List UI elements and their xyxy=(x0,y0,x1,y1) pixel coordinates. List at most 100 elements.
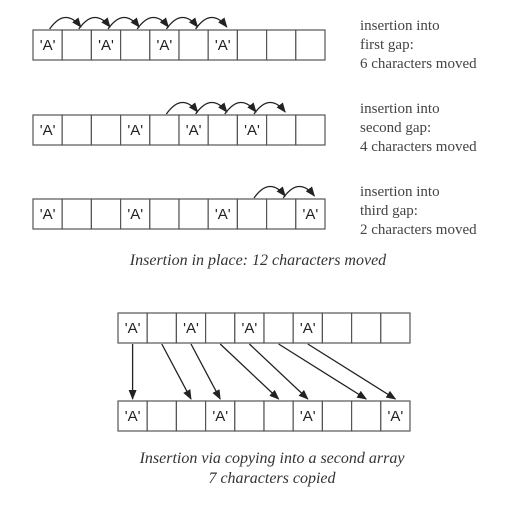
copy-source-cell xyxy=(351,312,382,344)
in-place-row-2-cell-value: 'A' xyxy=(186,122,202,139)
in-place-row-2-cell xyxy=(149,114,180,146)
caption-copy-line-2: 7 characters copied xyxy=(208,470,336,487)
in-place-row-2-cell xyxy=(236,114,268,146)
in-place-row-1-cell xyxy=(61,29,93,61)
in-place-row-2-cell xyxy=(266,114,297,146)
copy-target-cell xyxy=(234,400,265,432)
in-place-row-2-cell xyxy=(119,114,151,146)
note-first-gap-line-2: first gap: xyxy=(360,37,414,53)
copy-target-cell xyxy=(321,400,353,432)
move-arrow xyxy=(107,16,140,30)
note-first-gap-line-1: insertion into xyxy=(360,18,440,34)
copy-source-cell-value: 'A' xyxy=(300,320,316,337)
move-arrow xyxy=(49,16,82,30)
move-arrow xyxy=(78,16,111,30)
in-place-row-3-cell xyxy=(266,198,297,230)
copy-target-cell-value: 'A' xyxy=(300,408,316,425)
copy-arrow xyxy=(307,343,397,400)
copy-target-cell xyxy=(263,400,294,432)
copy-arrow xyxy=(161,343,192,400)
in-place-row-3-cell-value: 'A' xyxy=(127,206,143,223)
move-arrow xyxy=(253,101,286,115)
copy-target-cell xyxy=(146,400,177,432)
note-first-gap-line-3: 6 characters moved xyxy=(360,56,477,72)
in-place-row-1-cell xyxy=(32,29,63,61)
note-second-gap-line-3: 4 characters moved xyxy=(360,139,477,155)
array-copy-source: 'A' 'A' 'A' 'A' xyxy=(117,312,411,344)
copy-target-cell xyxy=(117,400,148,432)
note-third-gap-line-3: 2 characters moved xyxy=(360,222,477,238)
in-place-row-2-cell xyxy=(295,114,326,146)
in-place-row-3-cell xyxy=(32,198,63,230)
in-place-row-3-cell-value: 'A' xyxy=(303,206,319,223)
move-arrow xyxy=(224,101,257,115)
in-place-row-3-cell xyxy=(119,198,151,230)
in-place-row-2-cell xyxy=(61,114,93,146)
copy-arrow xyxy=(219,343,280,400)
note-second-gap-line-2: second gap: xyxy=(360,120,431,136)
copy-source-cell-value: 'A' xyxy=(183,320,199,337)
caption-copy-line-1: Insertion via copying into a second arra… xyxy=(139,450,406,467)
in-place-row-2-cell xyxy=(32,114,63,146)
in-place-row-1-cell-value: 'A' xyxy=(40,37,56,54)
copy-arrow xyxy=(248,343,309,400)
copy-target-cell-value: 'A' xyxy=(212,408,228,425)
in-place-row-3-cell xyxy=(178,198,209,230)
copy-target-cell xyxy=(351,400,382,432)
copy-source-cell xyxy=(234,312,265,344)
copy-source-cell xyxy=(292,312,324,344)
copy-arrow xyxy=(278,343,368,400)
in-place-row-3-cell xyxy=(236,198,268,230)
in-place-row-1-cell xyxy=(266,29,297,61)
in-place-row-1-cell xyxy=(236,29,268,61)
move-arrow xyxy=(253,185,286,199)
copy-source-cell xyxy=(263,312,294,344)
copy-source-cell xyxy=(321,312,353,344)
in-place-row-2-cell-value: 'A' xyxy=(244,122,260,139)
array-row-second-gap: 'A' 'A' 'A' 'A' xyxy=(32,101,326,146)
in-place-row-3-cell xyxy=(90,198,122,230)
copy-source-cell-value: 'A' xyxy=(125,320,141,337)
move-arrow xyxy=(282,185,316,199)
move-arrow xyxy=(195,101,228,115)
in-place-row-1-cell-value: 'A' xyxy=(215,37,231,54)
in-place-row-1-cell xyxy=(295,29,326,61)
copy-target-cell-value: 'A' xyxy=(388,408,404,425)
copy-target-cell xyxy=(175,400,207,432)
copy-source-cell-value: 'A' xyxy=(242,320,258,337)
copy-target-cell xyxy=(205,400,236,432)
move-arrow xyxy=(195,16,228,30)
in-place-row-3-cell xyxy=(295,198,326,230)
in-place-row-2-cell-value: 'A' xyxy=(40,122,56,139)
copy-target-cell-value: 'A' xyxy=(125,408,141,425)
note-third-gap-line-2: third gap: xyxy=(360,203,418,219)
in-place-row-1-cell xyxy=(178,29,209,61)
copy-source-cell xyxy=(380,312,411,344)
copy-arrows xyxy=(128,343,397,400)
in-place-row-3-cell-value: 'A' xyxy=(215,206,231,223)
in-place-row-2-cell-value: 'A' xyxy=(127,122,143,139)
copy-target-cell xyxy=(292,400,324,432)
in-place-row-2-cell xyxy=(90,114,122,146)
note-third-gap-line-1: insertion into xyxy=(360,184,440,200)
in-place-row-3-cell-value: 'A' xyxy=(40,206,56,223)
array-row-third-gap: 'A' 'A' 'A' 'A' xyxy=(32,185,326,230)
in-place-row-1-cell xyxy=(90,29,122,61)
note-second-gap-line-1: insertion into xyxy=(360,101,440,117)
in-place-row-3-cell xyxy=(149,198,180,230)
move-arrow xyxy=(165,16,199,30)
copy-target-cell xyxy=(380,400,411,432)
caption-in-place: Insertion in place: 12 characters moved xyxy=(129,252,387,269)
move-arrow xyxy=(136,16,170,30)
move-arrow xyxy=(165,101,199,115)
array-copy-target: 'A' 'A' 'A' 'A' xyxy=(117,400,411,432)
copy-source-cell xyxy=(175,312,207,344)
copy-source-cell xyxy=(205,312,236,344)
in-place-row-2-cell xyxy=(178,114,209,146)
in-place-row-1-cell-value: 'A' xyxy=(157,37,173,54)
in-place-row-3-cell xyxy=(61,198,93,230)
in-place-row-2-cell xyxy=(207,114,238,146)
in-place-row-1-cell xyxy=(149,29,180,61)
copy-arrow xyxy=(190,343,221,400)
